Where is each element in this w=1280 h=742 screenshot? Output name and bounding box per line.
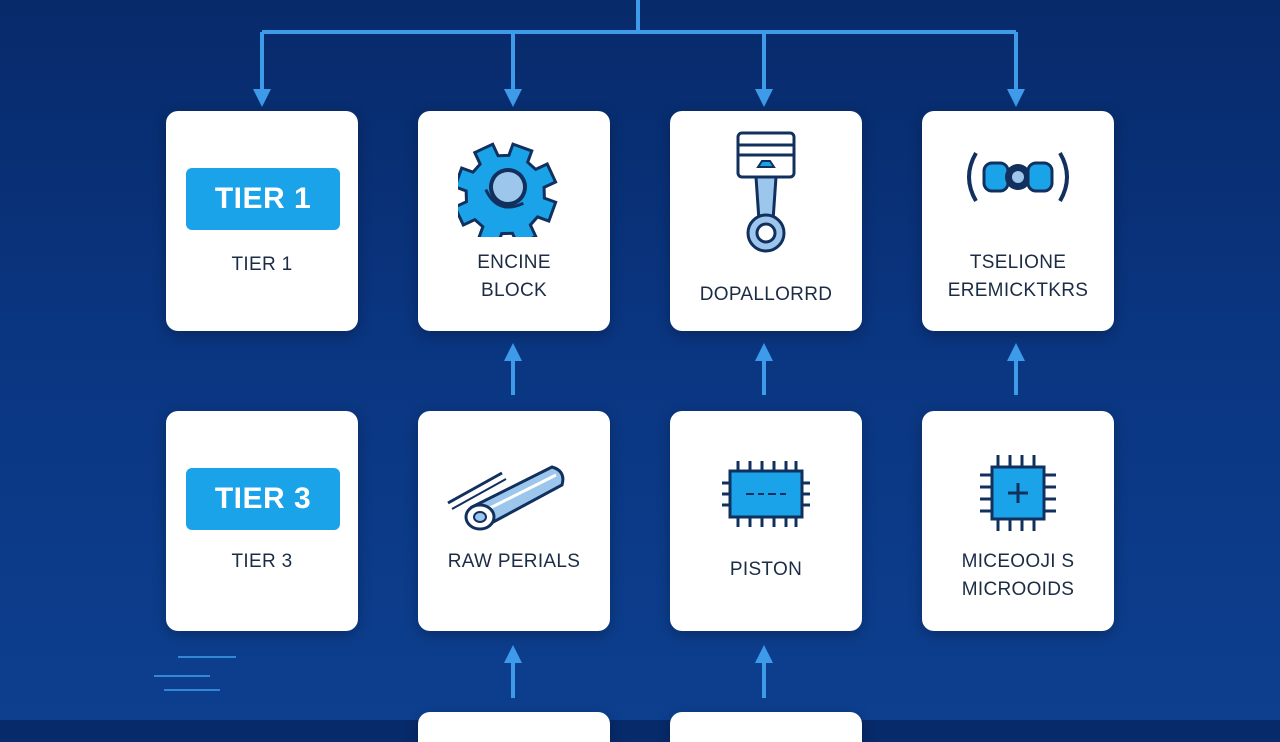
speed-lines-decoration — [154, 656, 236, 691]
lower-card-partial — [418, 712, 610, 742]
connector-arrows — [253, 0, 1025, 698]
raw-perials-label: RAW PERIALS — [447, 551, 581, 572]
tier1-label: TIER 1 — [231, 254, 293, 275]
tier3-badge: TIER 3 — [186, 468, 340, 530]
microchip-icon — [980, 455, 1056, 531]
lower-card-partial — [670, 712, 862, 742]
tselione-line1: TSELIONE — [969, 252, 1067, 273]
piston-label: PISTON — [729, 559, 803, 580]
engine-block-line2: BLOCK — [481, 280, 547, 301]
tier3-card: TIER 3 TIER 3 — [166, 411, 358, 631]
sensor-icon — [967, 151, 1069, 203]
dopallorrd-label: DOPALLORRD — [699, 284, 833, 305]
metal-rod-icon — [447, 465, 565, 531]
tier1-card: TIER 1 TIER 1 — [166, 111, 358, 331]
raw-perials-card: RAW PERIALS — [418, 411, 610, 631]
tier3-label: TIER 3 — [231, 551, 293, 572]
dopallorrd-card: DOPALLORRD — [670, 111, 862, 331]
microoids-line1: MICEOOJI S — [961, 551, 1075, 572]
tier1-badge: TIER 1 — [186, 168, 340, 230]
gear-icon — [458, 142, 558, 237]
microoids-line2: MICROOIDS — [961, 579, 1075, 600]
engine-block-line1: ENCINE — [477, 252, 551, 273]
tselione-line2: EREMICKTKRS — [947, 280, 1089, 301]
microoids-card: MICEOOJI S MICROOIDS — [922, 411, 1114, 631]
piston-card: PISTON — [670, 411, 862, 631]
engine-block-card: ENCINE BLOCK — [418, 111, 610, 331]
tselione-card: TSELIONE EREMICKTKRS — [922, 111, 1114, 331]
piston-icon — [736, 131, 796, 253]
chip-icon — [722, 461, 810, 527]
